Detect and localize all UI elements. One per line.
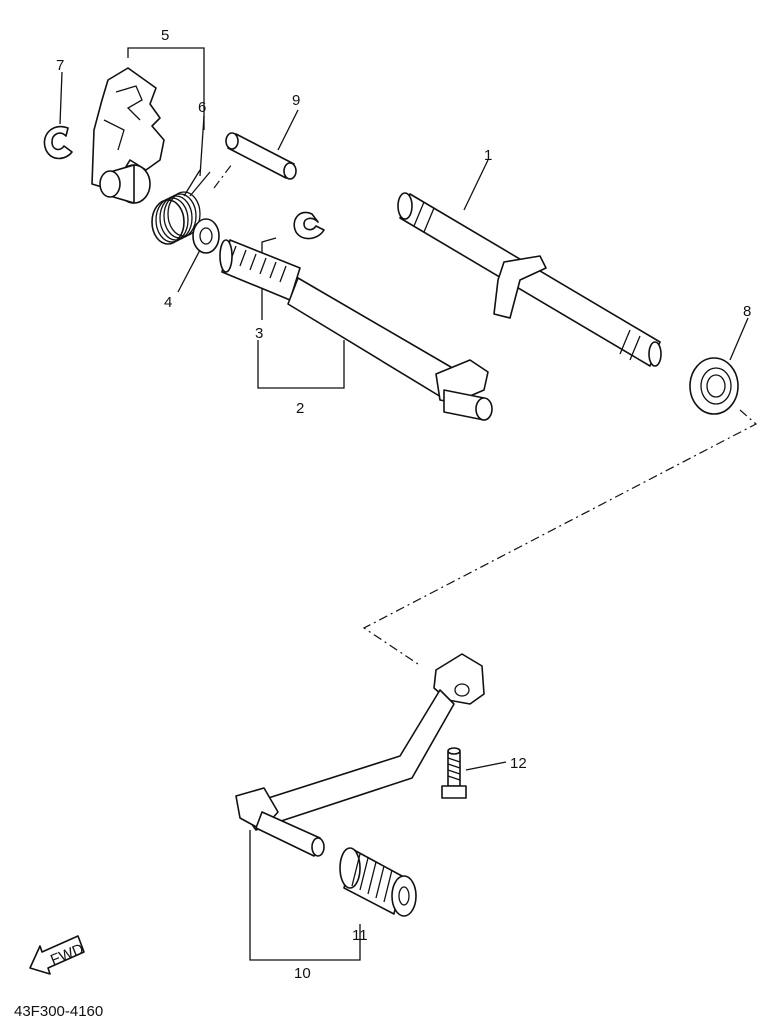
assembly-line-pedal	[362, 409, 758, 665]
fwd-arrow-icon: FWD	[29, 935, 86, 975]
leader-3	[261, 237, 277, 320]
part-8-oil-seal	[689, 357, 739, 415]
callout-8: 8	[743, 303, 751, 320]
callout-5: 5	[161, 27, 169, 44]
part-5-shift-arm-assembly	[91, 67, 165, 204]
callout-12: 12	[510, 755, 527, 772]
callout-9: 9	[292, 92, 300, 109]
bracket-5	[127, 47, 205, 130]
part-7-circlip	[43, 125, 73, 160]
part-4-washer	[192, 218, 220, 254]
assembly-line-pin	[213, 163, 233, 189]
leader-1	[463, 159, 489, 211]
bracket-2	[257, 340, 345, 389]
callout-6: 6	[198, 99, 206, 116]
leader-6	[199, 115, 205, 177]
part-1-shaft	[397, 192, 662, 367]
leader-12	[465, 761, 507, 771]
part-6-spring	[151, 169, 211, 245]
fwd-label: FWD	[48, 940, 86, 969]
part-12-bolt	[441, 747, 467, 799]
reference-code: 43F300-4160	[14, 1003, 104, 1020]
part-3-circlip	[293, 211, 325, 240]
callout-1: 1	[484, 147, 492, 164]
part-10-shift-pedal	[235, 653, 485, 857]
leader-9	[277, 109, 299, 151]
callout-7: 7	[56, 57, 64, 74]
callout-2: 2	[296, 400, 304, 417]
callout-4: 4	[164, 294, 172, 311]
leader-7	[59, 71, 63, 125]
part-9-pin	[225, 132, 297, 180]
leader-4	[177, 249, 201, 293]
bracket-10	[249, 830, 361, 961]
callout-3: 3	[255, 325, 263, 342]
callout-11: 11	[352, 927, 368, 944]
part-2-shift-shaft	[219, 239, 493, 421]
leader-8	[729, 317, 749, 361]
part-11-pedal-rubber	[339, 847, 417, 917]
callout-10: 10	[294, 965, 311, 982]
